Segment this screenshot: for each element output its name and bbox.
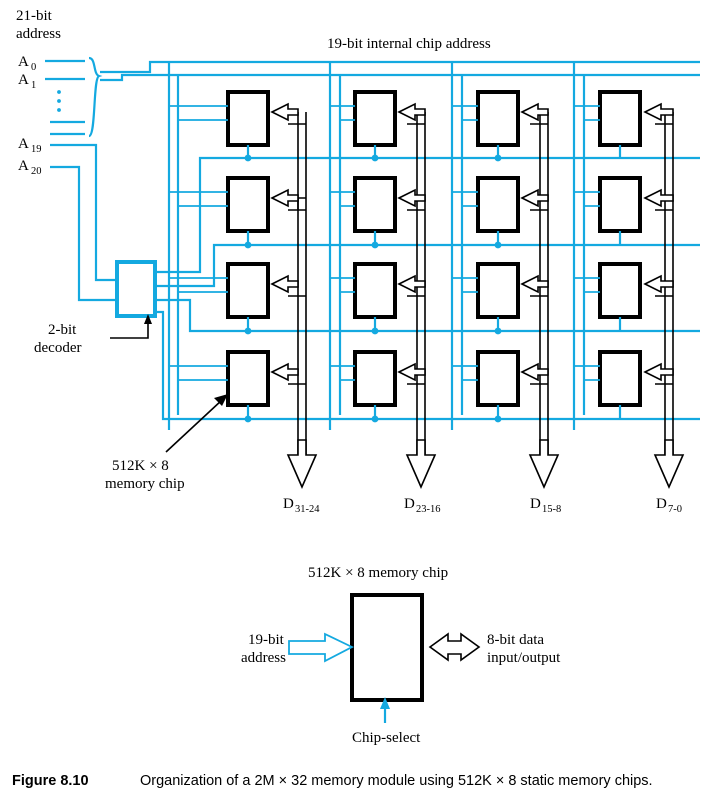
chip-callout-arrowhead-icon <box>214 394 228 406</box>
bottom-address-label-line1: 19-bit <box>248 632 285 648</box>
bottom-address-arrow-icon <box>288 632 355 663</box>
memory-chip <box>226 262 270 319</box>
memory-chip <box>353 262 397 319</box>
memory-chip <box>598 350 642 407</box>
memory-chip <box>476 176 520 233</box>
memory-chip <box>598 90 642 147</box>
data-bus-column-3 <box>520 102 560 489</box>
a20-base: A <box>18 158 29 174</box>
memory-chip <box>476 262 520 319</box>
memory-chip <box>226 176 270 233</box>
data-bus-label-d15-8: D 15-8 <box>530 496 561 515</box>
bottom-address-label-line2: address <box>241 650 286 666</box>
bottom-memory-chip-box <box>350 593 424 702</box>
bottom-data-label-line2: input/output <box>487 650 561 666</box>
figure-caption: Organization of a 2M × 32 memory module … <box>140 773 653 789</box>
d31-24-sub: 31-24 <box>295 504 320 515</box>
memory-chip <box>476 350 520 407</box>
data-bus-label-d23-16: D 23-16 <box>404 496 441 515</box>
bottom-chip-select-arrowhead-icon <box>380 697 390 709</box>
d15-8-sub: 15-8 <box>542 504 561 515</box>
address-group-label-line2: address <box>16 26 61 42</box>
a1-sub: 1 <box>31 80 36 91</box>
a19-sub: 19 <box>31 144 42 155</box>
a0-base: A <box>18 54 29 70</box>
decoder-leader-line <box>110 322 149 339</box>
a1-base: A <box>18 72 29 88</box>
a19-base: A <box>18 136 29 152</box>
a20-sub: 20 <box>31 166 42 177</box>
a0-sub: 0 <box>31 62 36 73</box>
chip-column-2 <box>330 90 397 423</box>
chip-column-3 <box>452 90 520 423</box>
address-line-label-a20: A 20 <box>18 158 42 177</box>
address-line-label-a0: A 0 <box>18 54 36 73</box>
bottom-chip-select-label: Chip-select <box>352 730 421 746</box>
memory-chip <box>353 176 397 233</box>
bottom-data-label-line1: 8-bit data <box>487 632 544 648</box>
memory-chip <box>353 350 397 407</box>
chip-callout-line2: memory chip <box>105 476 185 492</box>
data-bus-column-4 <box>643 102 685 489</box>
d7-0-sub: 7-0 <box>668 504 682 515</box>
memory-chip <box>226 90 270 147</box>
decoder-block <box>115 260 157 318</box>
decoder-input-lines <box>50 143 117 302</box>
chip-callout-leader-line <box>165 399 223 453</box>
bottom-data-bidirectional-arrow-icon <box>428 632 481 662</box>
address-bundle-stubs <box>45 59 85 136</box>
chip-callout-line1: 512K × 8 <box>112 458 169 474</box>
chip-select-distribution <box>155 156 700 421</box>
address-group-label-line1: 21-bit <box>16 8 53 24</box>
decoder-label-line2: decoder <box>34 340 81 356</box>
d15-8-base: D <box>530 496 541 512</box>
memory-chip <box>598 176 642 233</box>
data-bus-label-d7-0: D 7-0 <box>656 496 682 515</box>
chip-column-1 <box>169 90 270 423</box>
data-bus-column-1 <box>270 102 318 489</box>
d7-0-base: D <box>656 496 667 512</box>
chip-column-4 <box>574 90 642 419</box>
memory-chip <box>226 350 270 407</box>
internal-chip-address-label: 19-bit internal chip address <box>327 36 491 52</box>
data-bus-label-d31-24: D 31-24 <box>283 496 320 515</box>
d23-16-sub: 23-16 <box>416 504 441 515</box>
figure-number: Figure 8.10 <box>12 773 89 789</box>
decoder-leader-arrowhead-icon <box>144 314 152 324</box>
address-line-label-a1: A 1 <box>18 72 36 91</box>
bottom-chip-title: 512K × 8 memory chip <box>308 565 448 581</box>
memory-chip <box>476 90 520 147</box>
data-bus-column-2 <box>397 102 437 489</box>
decoder-label-line1: 2-bit <box>48 322 77 338</box>
memory-chip <box>598 262 642 319</box>
d23-16-base: D <box>404 496 415 512</box>
address-lines-ellipsis-icon <box>57 90 61 112</box>
memory-chip <box>353 90 397 147</box>
address-bundle-brace-icon <box>87 56 103 138</box>
address-line-label-a19: A 19 <box>18 136 42 155</box>
d31-24-base: D <box>283 496 294 512</box>
